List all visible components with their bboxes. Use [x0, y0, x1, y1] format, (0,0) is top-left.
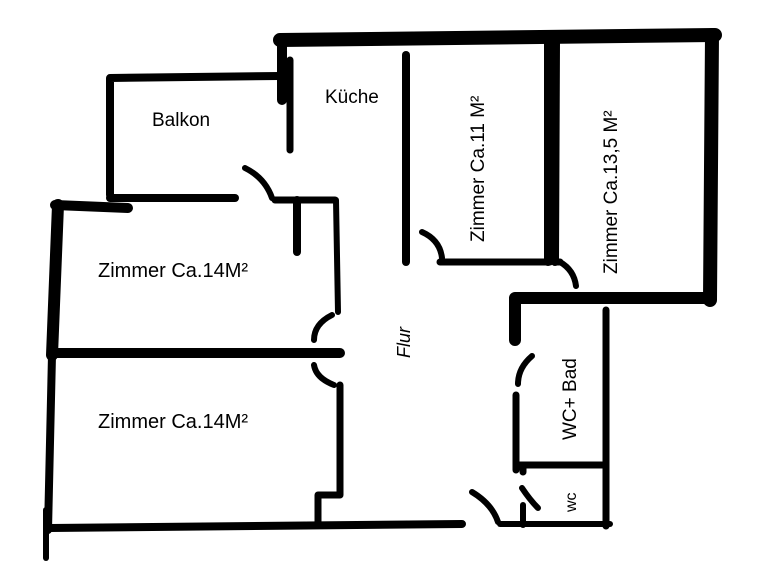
doors — [242, 165, 579, 525]
wall-left-outer-lower — [44, 351, 56, 534]
label-balkon: Balkon — [152, 110, 210, 131]
wall-right-outer — [703, 28, 719, 307]
wall-bottom-outer — [46, 520, 466, 532]
wall-room-lower-right — [314, 381, 344, 526]
door-zimmer11 — [419, 229, 445, 261]
door-zimmer135 — [557, 259, 579, 289]
wall-room-upper-top — [50, 200, 133, 213]
wall-top-outer — [273, 28, 722, 47]
door-entrance — [469, 489, 501, 525]
door-room-lower — [311, 362, 337, 388]
wall-left-outer — [46, 199, 64, 361]
label-zimmer-13-5: Zimmer Ca.13,5 M² — [601, 110, 622, 274]
wall-zimmer135-left — [551, 38, 560, 266]
door-room-upper — [311, 312, 335, 343]
wall-room-upper-right — [333, 197, 341, 315]
door-bathroom — [515, 353, 535, 387]
wall-balkon — [106, 72, 284, 199]
walls — [43, 28, 722, 561]
label-wc: wc — [563, 492, 580, 513]
label-zimmer-14-upper: Zimmer Ca.14M² — [98, 260, 248, 282]
label-wc-bad: WC+ Bad — [560, 358, 581, 440]
room-labels: Balkon Küche Zimmer Ca.11 M² Zimmer Ca.1… — [98, 87, 622, 513]
door-balkon — [242, 165, 275, 201]
label-flur: Flur — [394, 326, 414, 358]
label-kueche: Küche — [325, 87, 379, 108]
door-wc — [519, 485, 541, 511]
wall-step-bathroom-top — [509, 292, 716, 346]
label-zimmer-11: Zimmer Ca.11 M² — [468, 96, 489, 242]
label-zimmer-14-lower: Zimmer Ca.14M² — [98, 411, 248, 433]
